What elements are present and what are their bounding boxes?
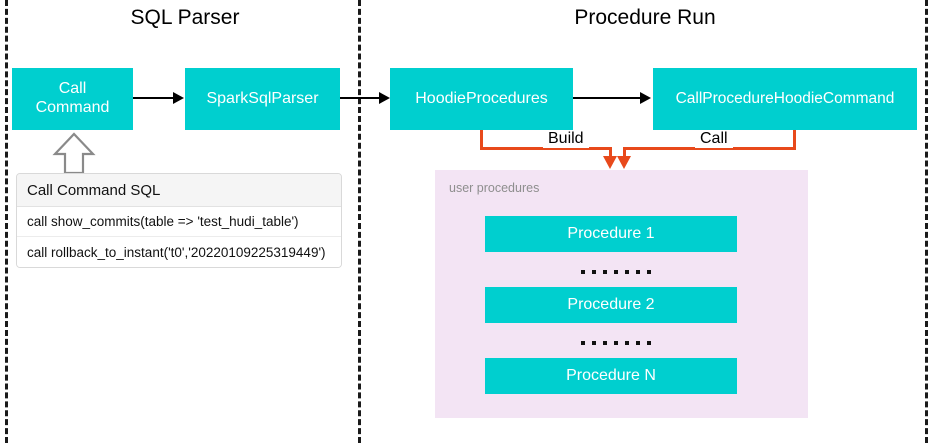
procedure-box-2[interactable]: Procedure 2 — [485, 287, 737, 323]
arrowhead-call-command-to-spark-sql-parser — [173, 92, 184, 104]
divider-left — [5, 0, 8, 443]
divider-middle — [358, 0, 361, 443]
build-connector-horizontal — [480, 147, 612, 150]
call-connector-vertical-end — [623, 147, 626, 158]
connector-label-build: Build — [543, 130, 589, 148]
build-connector-vertical-end — [609, 147, 612, 158]
ellipsis-dots-1 — [581, 270, 651, 274]
user-procedures-panel: user procedures Procedure 1 Procedure 2 … — [435, 170, 808, 418]
call-connector-vertical-start — [793, 130, 796, 150]
arrow-call-command-to-spark-sql-parser — [133, 97, 173, 99]
sql-table-header: Call Command SQL — [17, 174, 341, 207]
procedure-box-n[interactable]: Procedure N — [485, 358, 737, 394]
sql-table-row[interactable]: call show_commits(table => 'test_hudi_ta… — [17, 207, 341, 237]
call-command-sql-table: Call Command SQL call show_commits(table… — [16, 173, 342, 268]
section-title-sql-parser: SQL Parser — [130, 6, 240, 29]
node-call-command[interactable]: Call Command — [12, 68, 133, 130]
call-connector-arrowhead — [617, 156, 631, 169]
sql-table-row[interactable]: call rollback_to_instant('t0','202201092… — [17, 237, 341, 267]
user-procedures-label: user procedures — [449, 181, 540, 195]
node-hoodie-procedures[interactable]: HoodieProcedures — [390, 68, 573, 130]
connector-label-call: Call — [695, 130, 733, 148]
call-connector-horizontal — [623, 147, 796, 150]
divider-right — [925, 0, 928, 443]
procedure-box-1[interactable]: Procedure 1 — [485, 216, 737, 252]
arrow-hoodie-procedures-to-call-procedure-hoodie-command — [573, 97, 641, 99]
node-spark-sql-parser[interactable]: SparkSqlParser — [185, 68, 340, 130]
node-call-procedure-hoodie-command[interactable]: CallProcedureHoodieCommand — [653, 68, 917, 130]
arrowhead-hoodie-procedures-to-call-procedure-hoodie-command — [640, 92, 651, 104]
build-connector-arrowhead — [603, 156, 617, 169]
arrowhead-spark-sql-parser-to-hoodie-procedures — [379, 92, 390, 104]
section-title-procedure-run: Procedure Run — [574, 6, 716, 29]
ellipsis-dots-2 — [581, 341, 651, 345]
build-connector-vertical-start — [480, 130, 483, 150]
arrow-spark-sql-parser-to-hoodie-procedures — [340, 97, 382, 99]
